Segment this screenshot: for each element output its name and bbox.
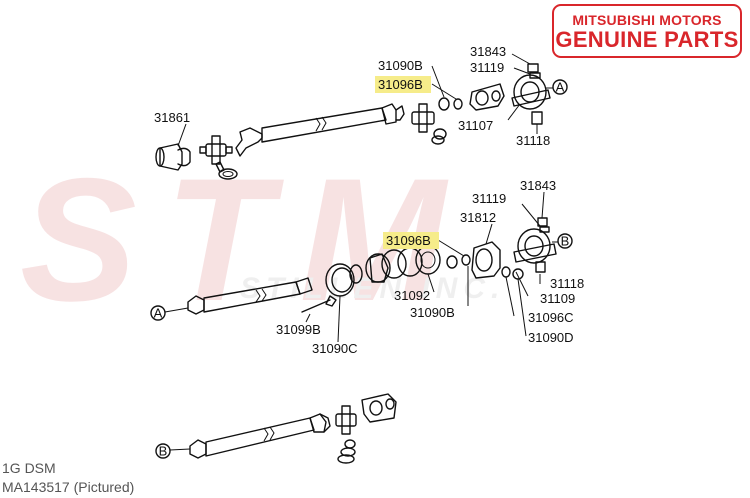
snap-ring-31096b-mid [461,254,471,266]
top-labels: 31843 31090B 31119 31096B 31861 31107 31… [154,44,550,148]
label-31812: 31812 [460,210,496,225]
label-31118-top: 31118 [516,133,550,148]
callout-a-mid-text: A [154,306,163,321]
middle-assembly: B A [150,191,573,343]
genuine-parts-badge: MITSUBISHI MOTORS GENUINE PARTS [552,4,742,58]
snap-ring-31096b-top [453,98,463,110]
label-31090c: 31090C [312,341,358,356]
bearing-cup-31090b-top [438,97,450,111]
badge-genuine-parts: GENUINE PARTS [555,27,739,52]
center-bearing-support-mid [513,228,557,264]
label-31119-mid: 31119 [472,191,506,206]
universal-joint-spider-bottom [335,405,357,435]
flange-yoke-31812 [471,241,501,279]
label-31096b-mid: 31096B [386,233,431,248]
label-31107: 31107 [458,118,493,133]
snap-ring-top-left [218,168,238,180]
bottom-assembly: B [155,393,397,464]
callout-b-mid-text: B [561,234,570,249]
label-31090d: 31090D [528,330,574,345]
label-31843-top: 31843 [470,44,506,59]
callout-a-top [552,79,568,95]
flange-yoke-bottom [361,393,397,423]
label-31118-mid: 31118 [550,276,584,291]
middle-labels: 31843 31119 31812 31096B 31118 31092 311… [276,178,584,356]
highlight-31096b-mid [383,232,439,249]
label-31096c: 31096C [528,310,574,325]
highlight-31096b-top [375,76,431,93]
label-31096b-top: 31096B [378,77,423,92]
callout-b-mid [557,233,573,249]
propeller-shaft-top [235,103,405,157]
callout-b-bottom-text: B [159,444,168,459]
bolt-31099b [301,299,331,313]
badge-brand: MITSUBISHI MOTORS [572,12,722,28]
label-31099b: 31099B [276,322,321,337]
callout-a-top-text: A [556,80,565,95]
watermark-tagline: STILLEN INC. [240,272,505,305]
label-31090b-top: 31090B [378,58,423,73]
label-31119-top: 31119 [470,60,504,75]
label-31109: 31109 [540,291,575,306]
label-31092: 31092 [394,288,430,303]
footer-part-number: MA143517 (Pictured) [2,479,135,495]
universal-joint-spider-top-right [411,103,435,133]
label-31090b-mid: 31090B [410,305,455,320]
top-assembly: A [155,53,568,180]
callout-a-mid [150,305,166,321]
footer-model: 1G DSM [2,460,56,476]
label-31861: 31861 [154,110,190,125]
yoke-31107 [469,83,505,111]
center-bearing-support-top [511,74,551,110]
propeller-shaft-rear [189,413,331,459]
flange-yoke-31861 [155,143,191,171]
propeller-shaft-front [187,277,313,315]
callout-b-bottom [155,443,171,459]
label-31843-mid: 31843 [520,178,556,193]
